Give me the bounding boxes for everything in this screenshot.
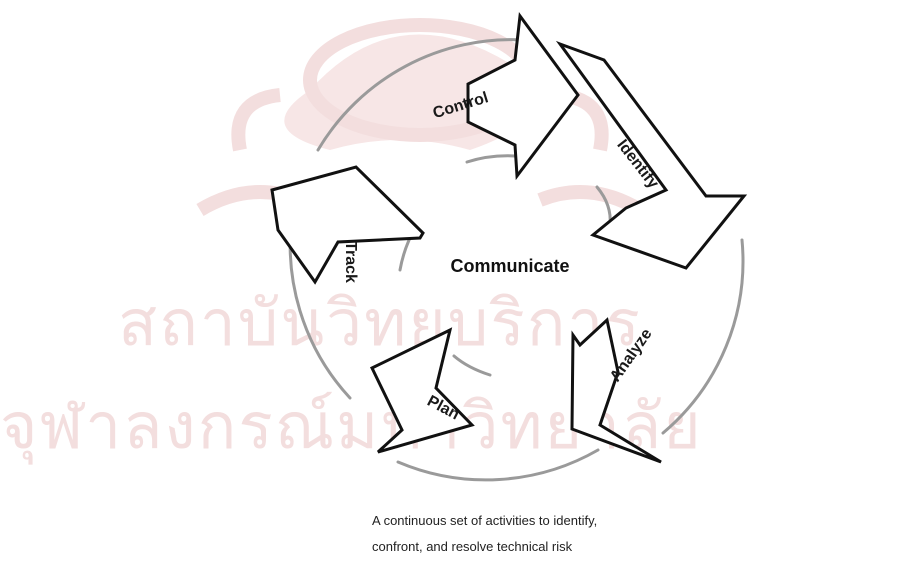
arrow-identify [555,40,748,270]
inner-arc-plan [452,354,492,377]
cycle-arrows [270,12,748,464]
arrow-analyze [570,317,662,464]
step-label-track: Track [342,241,359,283]
caption-line-2: confront, and resolve technical risk [372,539,573,554]
outer-arc-identify [661,238,745,435]
center-label: Communicate [450,256,569,276]
arrow-track [270,165,425,285]
inner-arc-control [465,154,517,164]
outer-arc-analyze [396,448,600,482]
outer-arc-control [316,38,526,152]
arrow-control [466,12,580,181]
watermark-line-1: สถาบันวิทยบริการ [118,287,642,361]
caption-line-1: A continuous set of activities to identi… [372,513,597,528]
arrow-plan [369,327,475,454]
